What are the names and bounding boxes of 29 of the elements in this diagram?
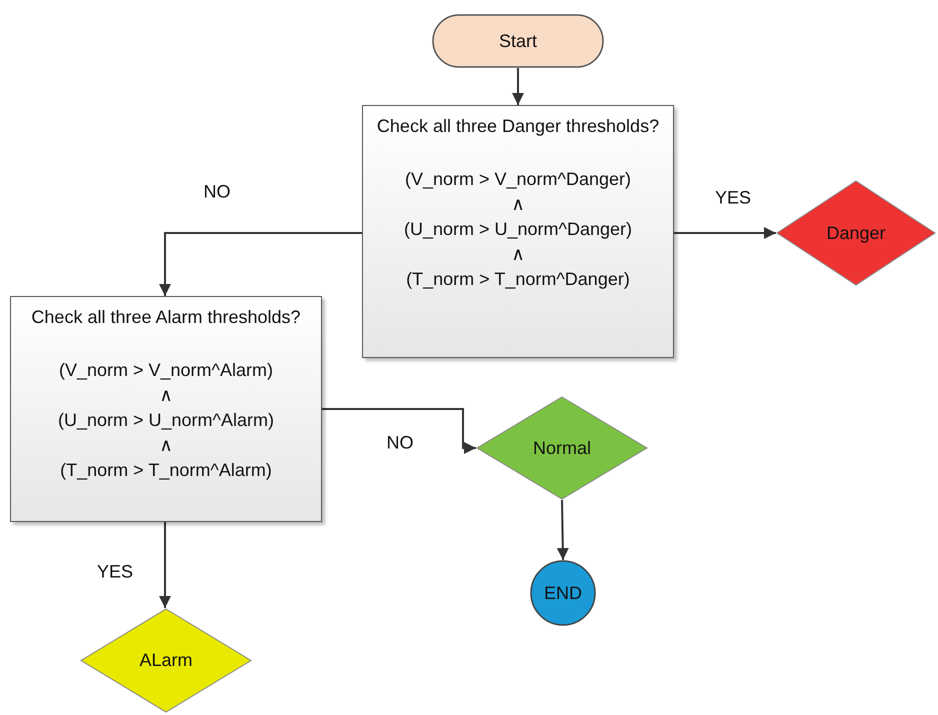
node-label: Start (498, 30, 537, 52)
arrow (159, 522, 171, 608)
condition-text: (T_norm > T_norm^Danger) (406, 268, 630, 291)
arrow (159, 232, 362, 296)
decision-box (362, 105, 674, 358)
normal-diamond (476, 396, 648, 500)
condition-text: ∧ (160, 384, 172, 407)
alarm-diamond (80, 608, 252, 713)
condition-text: (U_norm > U_norm^Danger) (404, 218, 632, 241)
question-text: Check all three Danger thresholds? (376, 115, 660, 138)
arrow (674, 227, 776, 239)
condition-text: ∧ (512, 193, 524, 216)
condition-text: (U_norm > U_norm^Alarm) (58, 409, 274, 432)
node-label: Normal (532, 436, 591, 460)
condition-text: (V_norm > V_norm^Alarm) (58, 359, 273, 382)
danger-diamond (776, 180, 936, 286)
condition-text: ∧ (512, 243, 524, 266)
arrow (512, 68, 524, 105)
condition-text: (V_norm > V_norm^Danger) (404, 168, 632, 191)
question-text: Check all three Alarm thresholds? (30, 306, 302, 329)
end-circle (530, 560, 596, 626)
decision-box (10, 296, 322, 522)
condition-text: ∧ (160, 434, 172, 457)
node-label: ALarm (139, 649, 192, 672)
node-label: END (544, 582, 582, 604)
condition-text: (T_norm > T_norm^Alarm) (60, 459, 272, 482)
node-label: Danger (826, 222, 886, 245)
arrow (556, 500, 569, 560)
arrow (322, 408, 476, 454)
